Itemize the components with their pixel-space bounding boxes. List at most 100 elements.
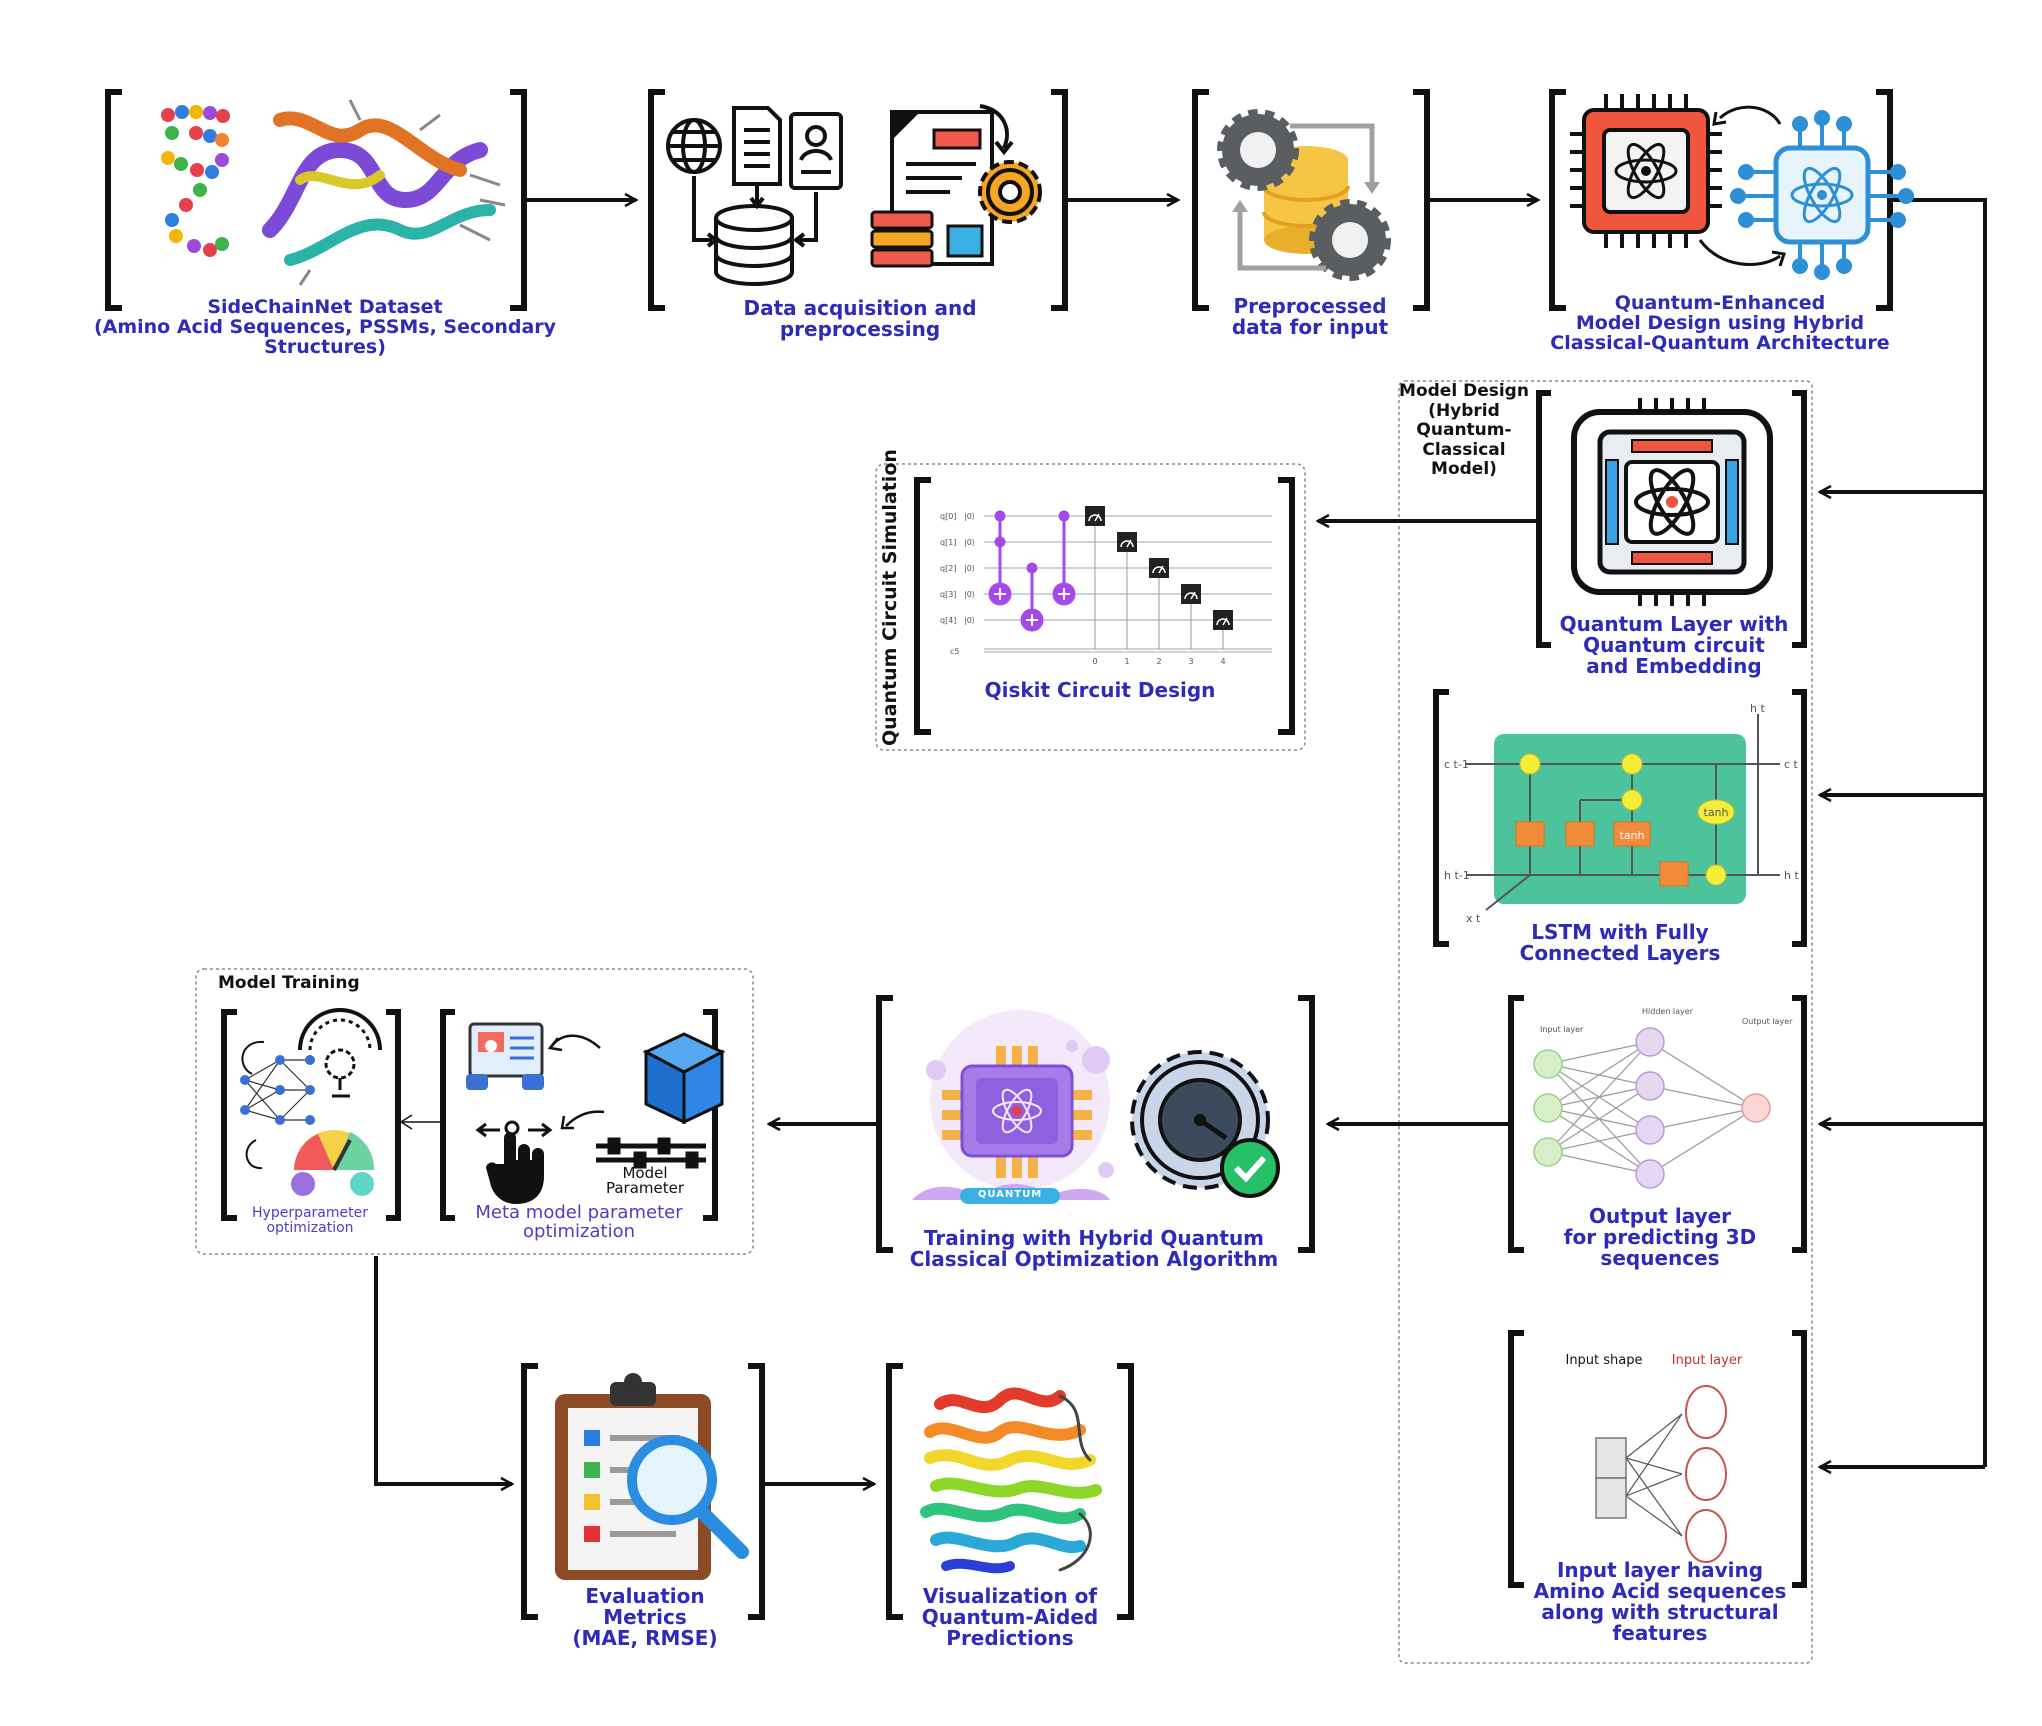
- measure-index-label: 3: [1188, 657, 1193, 666]
- caption-line: Predictions: [946, 1626, 1074, 1650]
- caption-line: Input layer having: [1556, 1558, 1764, 1582]
- caption-line: Model Design using Hybrid: [1575, 311, 1865, 334]
- caption-line: LSTM with Fully: [1531, 920, 1709, 944]
- input-layer-caption: Input layer having Amino Acid sequences …: [1506, 1560, 1814, 1644]
- connectors: [374, 200, 1987, 1484]
- lstm-c-next-label: c t: [1784, 758, 1799, 771]
- caption-line: along with structural: [1541, 1600, 1779, 1624]
- caption-line: SideChainNet Dataset: [207, 296, 443, 318]
- nn-node: [1741, 1093, 1771, 1123]
- lstm-c-prev-label: c t-1: [1444, 758, 1469, 771]
- nn-node: [1533, 1137, 1563, 1167]
- protein-structure-icon: [920, 1387, 1102, 1574]
- hand-pointer-icon: [475, 1110, 605, 1204]
- sequence-icon: [161, 105, 230, 257]
- nn-node: [1635, 1071, 1665, 1101]
- globe-icon: [666, 118, 722, 174]
- label-line: Classical: [1422, 439, 1506, 460]
- qubit-label: q[2]: [940, 564, 956, 573]
- model-parameter-label: Model Parameter: [590, 1166, 700, 1196]
- quantum-layer-caption: Quantum Layer with Quantum circuit and E…: [1534, 614, 1814, 677]
- quantum-simulation-group: [875, 463, 1306, 751]
- lstm-x-label: x t: [1466, 912, 1481, 925]
- quantum-training-icon: [912, 1010, 1114, 1204]
- caption-line: for predicting 3D: [1563, 1225, 1757, 1249]
- caption-line: (Amino Acid Sequences, PSSMs, Secondary: [93, 315, 557, 338]
- nn-node: [1635, 1159, 1665, 1189]
- nn-input-layer-label: Input layer: [1540, 1025, 1584, 1034]
- tablet-icon: [466, 1022, 601, 1090]
- atom-icon: [1730, 110, 1914, 280]
- label-line: Parameter: [605, 1179, 685, 1197]
- caption-line: optimization: [266, 1219, 354, 1236]
- protein-helix-icon: [262, 99, 506, 286]
- caption-line: Quantum-Enhanced: [1614, 292, 1826, 314]
- caption-line: Meta model parameter: [475, 1202, 683, 1223]
- qubit-label: q[4]: [940, 616, 956, 625]
- nn-edge: [1547, 1041, 1651, 1109]
- caption-line: sequences: [1600, 1246, 1720, 1270]
- caption-line: (MAE, RMSE): [572, 1626, 718, 1650]
- caption-line: Classical Optimization Algorithm: [909, 1247, 1279, 1271]
- caption-line: Structures): [264, 335, 386, 358]
- qubit-init-label: |0⟩: [964, 538, 975, 547]
- nn-node: [1533, 1093, 1563, 1123]
- nn-edge: [1649, 1107, 1757, 1175]
- nn-edge: [1649, 1107, 1757, 1131]
- qubit-label: q[0]: [940, 512, 956, 521]
- qubit-init-label: |0⟩: [964, 590, 975, 599]
- training-caption: Training with Hybrid Quantum Classical O…: [884, 1228, 1304, 1270]
- model-training-label: Model Training: [218, 973, 360, 993]
- qubit-label: q[3]: [940, 590, 956, 599]
- classical-register-label: c5: [950, 647, 960, 656]
- measure-index-label: 4: [1220, 657, 1225, 666]
- lstm-tanh-gate-label: tanh: [1620, 829, 1645, 842]
- quantum-model-caption: Quantum-Enhanced Model Design using Hybr…: [1530, 292, 1910, 354]
- nn-edge: [1547, 1041, 1651, 1153]
- caption-line: Metrics: [603, 1605, 687, 1629]
- lstm-tanh-label: tanh: [1704, 806, 1729, 819]
- quantum-chip-label: QUANTUM: [977, 1189, 1043, 1200]
- input-shape-label: Input shape: [1565, 1353, 1643, 1368]
- quantum-layer-chip-icon: [1571, 398, 1773, 606]
- caption-line: preprocessing: [779, 317, 941, 341]
- preprocessed-caption: Preprocessed data for input: [1200, 296, 1420, 338]
- lstm-h-top-label: h t: [1750, 702, 1765, 715]
- hyperparameter-icon: [240, 1008, 382, 1196]
- nn-edge: [1547, 1151, 1651, 1175]
- output-layer-caption: Output layer for predicting 3D sequences: [1520, 1206, 1800, 1269]
- meta-caption: Meta model parameter optimization: [448, 1202, 710, 1242]
- document-icon: [732, 106, 782, 186]
- meta-to-hyper-arrow: [399, 1114, 440, 1130]
- database-icon: [692, 176, 818, 286]
- input-layer-label: Input layer: [1671, 1353, 1743, 1368]
- qubit-label: q[1]: [940, 538, 956, 547]
- label-line: Quantum-: [1416, 420, 1512, 441]
- caption-line: Output layer: [1588, 1204, 1732, 1228]
- lstm-h-prev-label: h t-1: [1444, 869, 1470, 882]
- measure-index-label: 1: [1124, 657, 1129, 666]
- caption-line: Quantum-Aided: [921, 1605, 1099, 1629]
- measure-index-label: 0: [1092, 657, 1097, 666]
- preprocessed-icon: [1217, 109, 1391, 281]
- label-line: Model Design: [1399, 381, 1529, 401]
- nn-edge: [1547, 1085, 1651, 1153]
- caption-line: and Embedding: [1586, 654, 1762, 678]
- acquisition-caption: Data acquisition and preprocessing: [700, 298, 1020, 340]
- caption-line: optimization: [523, 1220, 635, 1242]
- quantum-sim-label: Quantum Circuit Simulation: [879, 449, 901, 746]
- label-line: Model): [1431, 459, 1497, 480]
- qubit-init-label: |0⟩: [964, 564, 975, 573]
- qubit-init-label: |0⟩: [964, 512, 975, 521]
- caption-line: Visualization of: [922, 1584, 1098, 1608]
- nn-edge: [1547, 1129, 1651, 1153]
- input-layer-icon: [1595, 1385, 1727, 1563]
- caption-line: data for input: [1231, 315, 1389, 339]
- measure-index-label: 2: [1156, 657, 1161, 666]
- caption-line: Amino Acid sequences: [1533, 1579, 1787, 1603]
- caption-line: features: [1612, 1621, 1708, 1645]
- caption-line: Quantum circuit: [1583, 633, 1765, 657]
